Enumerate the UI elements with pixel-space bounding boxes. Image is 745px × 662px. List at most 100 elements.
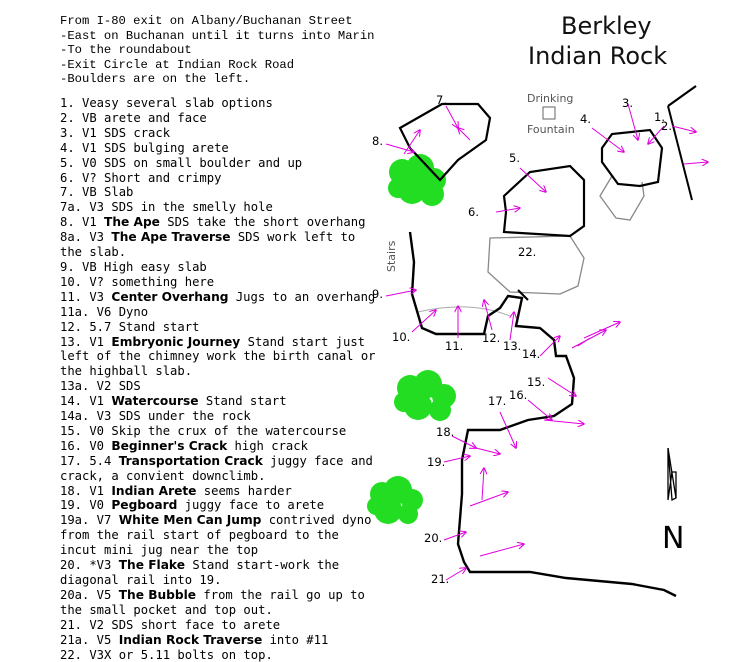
route-item: 6. V? Short and crimpy [60, 171, 380, 186]
route-text: 2. VB arete and face [60, 110, 207, 125]
route-label: 12. [482, 331, 500, 345]
route-label: 6. [468, 205, 479, 219]
route-text: 19. V0 [60, 498, 112, 513]
route-arrow [482, 468, 484, 501]
directions-line: -Exit Circle at Indian Rock Road [60, 57, 295, 72]
route-label: 20. [424, 531, 442, 545]
route-name: Transportation Crack [118, 453, 263, 468]
fountain-icon [542, 106, 556, 120]
route-arrow [543, 419, 584, 424]
route-item: 2. VB arete and face [60, 111, 380, 126]
route-text: 8. V1 [60, 215, 105, 230]
route-arrow [469, 492, 508, 507]
route-name: The Ape [104, 215, 160, 230]
route-text: 3. V1 SDS crack [60, 125, 171, 140]
route-label: 19. [427, 455, 445, 469]
route-label: 7. [436, 93, 447, 107]
route-description: juggy face to arete [177, 498, 325, 513]
route-arrow [451, 435, 476, 448]
route-item: 19. V0 Pegboard juggy face to arete [60, 498, 380, 513]
route-arrow [591, 127, 624, 152]
boulder-outline [667, 105, 693, 201]
route-arrow [484, 300, 493, 331]
route-item: 15. V0 Skip the crux of the watercourse [60, 424, 380, 439]
route-arrow [627, 103, 638, 140]
route-description: Stand start [198, 394, 287, 409]
route-item: 21. V2 SDS short face to arete [60, 618, 380, 633]
route-description: SDS take the short overhang [159, 215, 366, 230]
route-label: 4. [580, 112, 591, 126]
route-item: 13a. V2 SDS [60, 379, 380, 394]
route-arrow [445, 105, 458, 128]
route-description: into #11 [262, 632, 329, 647]
route-description: juggy face and crack, a convient downcli… [60, 453, 373, 483]
route-item: 13. V1 Embryonic Journey Stand start jus… [60, 335, 380, 380]
drinking-label: Drinking [527, 92, 573, 105]
route-item: 18. V1 Indian Arete seems harder [60, 484, 380, 499]
route-text: 6. V? Short and crimpy [60, 170, 222, 185]
route-text: 22. V3X or 5.11 bolts on top. [60, 647, 273, 662]
boulder-outline [600, 128, 664, 188]
north-label: N [662, 521, 684, 556]
route-label: 11. [445, 339, 463, 353]
route-label: 14. [522, 347, 540, 361]
ridge-line [517, 289, 529, 301]
route-arrow [385, 290, 416, 297]
route-text: 10. V? something here [60, 274, 215, 289]
route-name: Embryonic Journey [111, 334, 241, 349]
route-name: The Flake [118, 558, 185, 573]
route-item: 7a. V3 SDS in the smelly hole [60, 200, 380, 215]
route-text: 1. Veasy several slab options [60, 96, 273, 110]
route-text: 20. *V3 [60, 558, 119, 573]
route-name: Center Overhang [111, 289, 229, 304]
route-description: Stand start just left of the chimney wor… [60, 334, 376, 379]
route-text: 16. V0 [60, 438, 112, 453]
route-arrow [519, 167, 546, 192]
route-item: 8a. V3 The Ape Traverse SDS work left to… [60, 230, 380, 260]
route-item: 14. V1 Watercourse Stand start [60, 394, 380, 409]
route-arrow [683, 162, 708, 164]
route-arrow [539, 336, 560, 357]
route-text: 9. VB High easy slab [60, 259, 207, 274]
route-item: 20. *V3 The Flake Stand start-work the d… [60, 558, 380, 588]
route-item: 8. V1 The Ape SDS take the short overhan… [60, 215, 380, 230]
route-label: 3. [622, 96, 633, 110]
route-name: The Bubble [118, 587, 197, 602]
route-item: 7. VB Slab [60, 185, 380, 200]
route-arrow [443, 456, 470, 463]
route-label: 1. [654, 110, 665, 124]
stairs-ramp-gray [417, 306, 511, 317]
route-name: Watercourse [111, 394, 199, 409]
route-description: Jugs to an overhang [228, 289, 376, 304]
route-arrow [411, 310, 436, 333]
route-item: 11a. V6 Dyno [60, 305, 380, 320]
route-name: Beginner's Crack [111, 438, 228, 453]
route-arrow [458, 128, 471, 141]
route-arrow [403, 130, 420, 155]
route-arrow [527, 399, 552, 420]
map-title-line2: Indian Rock [528, 42, 668, 70]
route-text: 21. V2 SDS short face to arete [60, 617, 281, 632]
route-arrow [547, 377, 576, 396]
boulder-outline [502, 164, 586, 238]
route-name: The Ape Traverse [111, 230, 231, 245]
route-label: 8. [372, 134, 383, 148]
tree-icon [388, 154, 446, 206]
route-label: 15. [527, 375, 545, 389]
route-item: 4. V1 SDS bulging arete [60, 141, 380, 156]
route-item: 3. V1 SDS crack [60, 126, 380, 141]
route-description: high crack [227, 438, 308, 453]
route-text: 17. 5.4 [60, 453, 119, 468]
route-text: 20a. V5 [60, 587, 119, 602]
route-name: Pegboard [111, 498, 178, 513]
route-item: 11. V3 Center Overhang Jugs to an overha… [60, 290, 380, 305]
route-label: 22. [518, 245, 536, 259]
route-item: 14a. V3 SDS under the rock [60, 409, 380, 424]
route-text: 18. V1 [60, 483, 112, 498]
route-label: 17. [488, 394, 506, 408]
route-arrow [648, 125, 665, 144]
boulder-outline-gray [599, 175, 645, 221]
route-text: 11a. V6 Dyno [60, 304, 149, 319]
route-item: 22. V3X or 5.11 bolts on top. [60, 648, 380, 662]
route-item: 17. 5.4 Transportation Crack juggy face … [60, 454, 380, 484]
